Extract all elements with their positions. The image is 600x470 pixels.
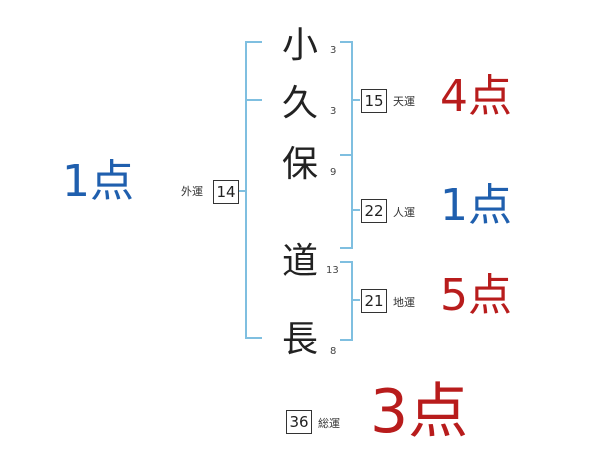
name-char-2: 久 <box>282 83 319 124</box>
gaiun-label: 外運 <box>181 185 203 198</box>
jinun-label: 人運 <box>393 206 415 219</box>
souun-label: 総運 <box>318 417 340 430</box>
jinun-score: 1点 <box>440 180 512 231</box>
souun-number-box: 36 <box>286 410 312 434</box>
name-char-5: 長 <box>282 319 319 360</box>
stroke-count-1: 3 <box>330 45 337 56</box>
souun-score: 3点 <box>370 377 469 447</box>
tenun-number-box: 15 <box>361 89 387 113</box>
jinun-number-box: 22 <box>361 199 387 223</box>
jinun-bracket <box>340 154 360 249</box>
stroke-count-4: 13 <box>326 265 339 276</box>
stroke-count-3: 9 <box>330 167 337 178</box>
tenun-score: 4点 <box>440 71 512 122</box>
gaiun-number-box: 14 <box>213 180 239 204</box>
tenun-bracket <box>340 41 360 156</box>
stroke-count-2: 3 <box>330 106 337 117</box>
name-char-3: 保 <box>282 144 319 185</box>
chiun-number-box: 21 <box>361 289 387 313</box>
chiun-label: 地運 <box>393 296 415 309</box>
tenun-label: 天運 <box>393 95 415 108</box>
gaiun-score: 1点 <box>62 156 134 207</box>
name-char-1: 小 <box>282 25 319 66</box>
name-char-4: 道 <box>282 241 319 282</box>
stroke-count-5: 8 <box>330 346 337 357</box>
chiun-score: 5点 <box>440 270 512 321</box>
chiun-bracket <box>340 261 360 341</box>
gaiun-bracket <box>238 41 262 339</box>
